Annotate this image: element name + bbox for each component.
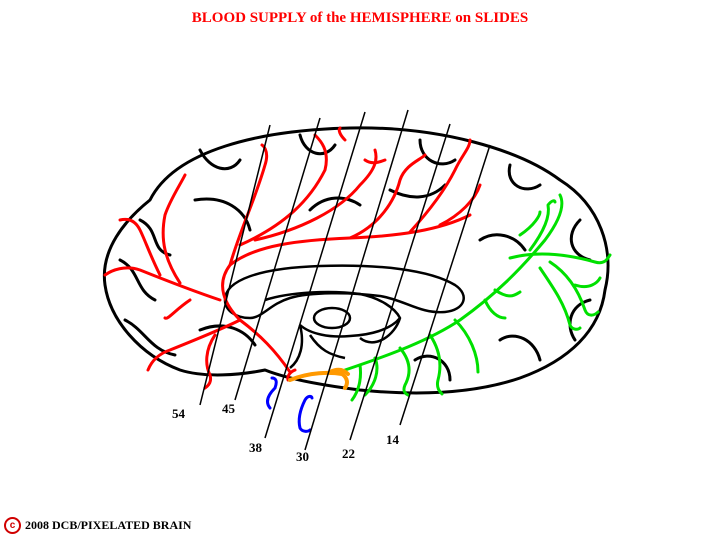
anterior-choroidal-artery bbox=[288, 367, 350, 390]
footer: c 2008 DCB/PIXELATED BRAIN bbox=[4, 517, 191, 534]
slice-labels: 54 45 38 30 22 14 bbox=[172, 401, 400, 464]
copyright-icon: c bbox=[4, 517, 21, 534]
slice-line-45 bbox=[234, 117, 321, 401]
basal-vessels bbox=[266, 376, 314, 433]
slice-line-54 bbox=[199, 124, 271, 406]
slice-label-22: 22 bbox=[342, 446, 355, 461]
slice-line-38 bbox=[264, 111, 366, 439]
slice-line-22 bbox=[349, 123, 451, 441]
hemisphere-outline bbox=[102, 126, 610, 395]
slice-lines bbox=[199, 109, 491, 451]
slice-label-54: 54 bbox=[172, 406, 186, 421]
page-title: BLOOD SUPPLY of the HEMISPHERE on SLIDES bbox=[191, 10, 529, 26]
slice-line-14 bbox=[399, 144, 491, 426]
anterior-cerebral-artery bbox=[103, 126, 482, 390]
slice-label-45: 45 bbox=[222, 401, 236, 416]
slice-line-30 bbox=[304, 109, 409, 451]
footer-text: 2008 DCB/PIXELATED BRAIN bbox=[25, 518, 192, 532]
posterior-cerebral-artery bbox=[343, 193, 612, 402]
slice-label-14: 14 bbox=[386, 432, 400, 447]
slice-label-30: 30 bbox=[296, 449, 309, 464]
slice-label-38: 38 bbox=[249, 440, 263, 455]
